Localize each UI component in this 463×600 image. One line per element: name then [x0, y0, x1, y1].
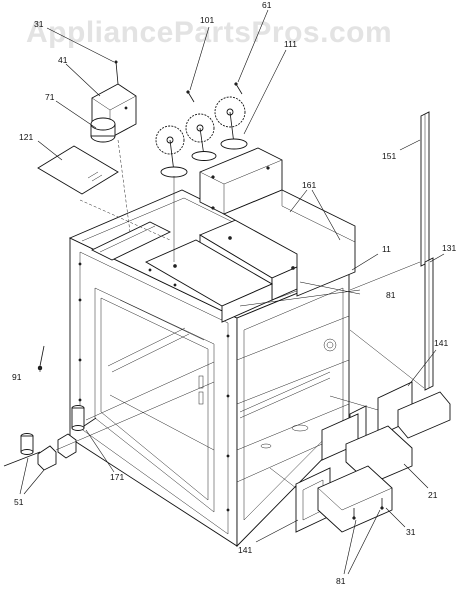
- callout-labels: 31 41 71 121 101 61 111 151 161 131 11 8…: [12, 0, 456, 586]
- callout-101: 101: [200, 15, 214, 25]
- leader-lines: [19, 9, 445, 575]
- watermark-text: AppliancePartsPros.com: [26, 16, 392, 49]
- fan-blades: [155, 82, 248, 262]
- callout-31-lower: 31: [406, 527, 416, 537]
- motor-assembly: [90, 60, 137, 143]
- callout-71: 71: [45, 92, 55, 102]
- callout-171: 171: [110, 472, 124, 482]
- callout-81-lower: 81: [336, 576, 346, 586]
- callout-61: 61: [262, 0, 272, 10]
- fan-blade-3: [214, 96, 248, 150]
- side-rails: [420, 111, 434, 391]
- callout-141-upper: 141: [434, 338, 448, 348]
- door-brackets: [295, 381, 451, 533]
- callout-21: 21: [428, 490, 438, 500]
- callout-161: 161: [302, 180, 316, 190]
- fan-blade-1: [155, 125, 188, 178]
- callout-121: 121: [19, 132, 33, 142]
- callout-91: 91: [12, 372, 22, 382]
- callout-81-upper: 81: [386, 290, 396, 300]
- callout-111: 111: [284, 39, 297, 49]
- callout-31-top: 31: [34, 19, 44, 29]
- callout-151: 151: [382, 151, 396, 161]
- insulation-sheet: [37, 145, 119, 195]
- callout-131: 131: [442, 243, 456, 253]
- fan-blade-2: [185, 113, 217, 161]
- callout-51: 51: [14, 497, 24, 507]
- top-plate: [199, 147, 356, 297]
- lower-components: [3, 345, 97, 471]
- callout-11: 11: [382, 244, 391, 254]
- callout-41: 41: [58, 55, 68, 65]
- callout-141-lower: 141: [238, 545, 252, 555]
